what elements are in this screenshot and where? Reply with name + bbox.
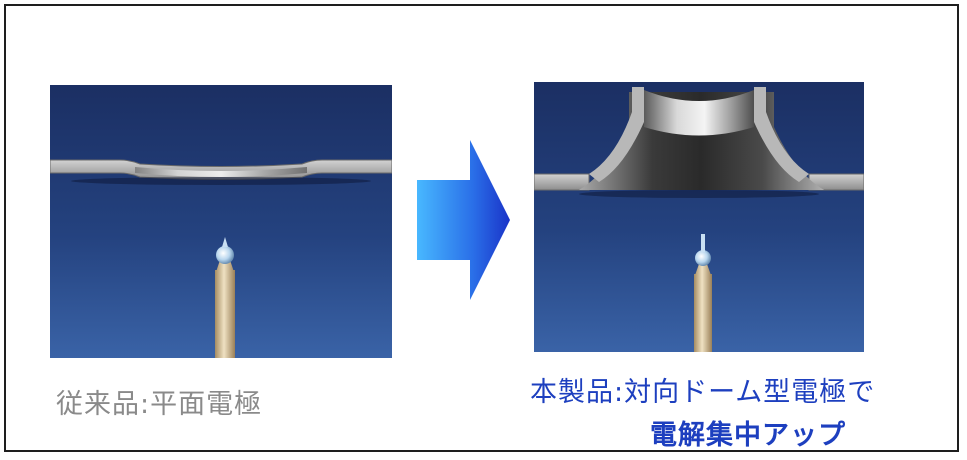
needle-collar <box>215 260 235 275</box>
flat-electrode-plate <box>50 159 392 180</box>
needle-shaft <box>694 274 712 352</box>
needle-collar <box>694 264 712 278</box>
flat-electrode-illustration <box>50 85 392 358</box>
dome-electrode-illustration <box>534 82 864 352</box>
caption-dome-electrode-benefit: 電解集中アップ <box>650 420 846 451</box>
needle-shaft <box>215 270 235 358</box>
flat-electrode-shadow <box>71 177 371 185</box>
caption-flat-electrode: 従来品:平面電極 <box>56 389 263 420</box>
needle-point <box>701 234 705 252</box>
caption-dome-electrode: 本製品:対向ドーム型電極で <box>530 377 876 408</box>
needle-point <box>222 237 228 247</box>
needle-tip <box>216 246 234 264</box>
flat-electrode-highlight <box>135 167 307 177</box>
dome-cup <box>644 90 754 136</box>
dome-rim-right <box>754 87 809 182</box>
dome-base-plate <box>534 173 590 191</box>
right-arrow-icon <box>417 140 510 300</box>
dome-shadow <box>579 190 819 198</box>
needle-tip <box>695 250 711 266</box>
dome-rim <box>589 87 644 182</box>
